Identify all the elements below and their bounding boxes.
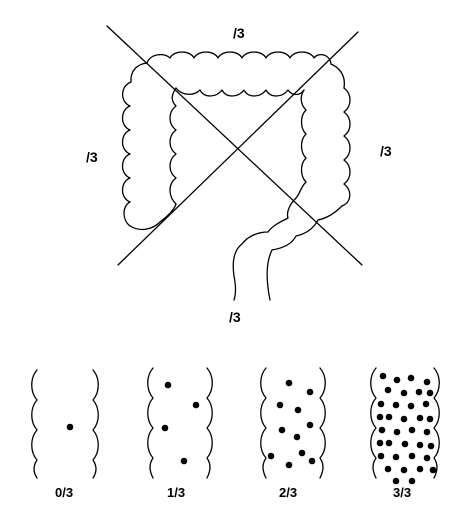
dot [295,407,302,414]
transverse-colon-bottom-edge [176,88,304,96]
splenic-flexure-outer [331,64,344,88]
dot [165,382,172,389]
scale-panel-0: 0/3 [32,370,99,500]
dot [385,466,392,473]
label-top-segment: /3 [233,25,245,41]
panel-3-left-wall [371,368,376,478]
dot [378,401,385,408]
dot [394,429,401,436]
dot [309,458,316,465]
colon-outline [123,52,351,300]
dot [386,414,393,421]
dot [307,389,314,396]
ascending-colon-inner-edge [170,88,176,204]
dot [409,478,416,485]
descending-colon-inner-edge [296,90,306,198]
dot [402,441,409,448]
dot [286,462,293,469]
dot [67,424,74,431]
dot [286,380,293,387]
panel-2-label: 2/3 [279,485,297,500]
dot [427,416,434,423]
dot [424,429,431,436]
panel-3-dots [377,373,437,485]
cecum-bottom [130,204,176,229]
dot [417,466,424,473]
panel-1-label: 1/3 [167,485,185,500]
dot [408,403,415,410]
dot [394,377,401,384]
panel-3-right-wall [434,368,439,478]
panel-0-dots [67,424,74,431]
panel-0-right-wall [93,370,98,478]
label-left-segment: /3 [86,149,98,165]
dot [386,440,393,447]
dot [427,390,434,397]
dot [299,450,306,457]
dot [409,427,416,434]
dot [379,427,386,434]
dot [162,425,169,432]
label-bottom-segment: /3 [229,309,241,325]
dot [430,467,437,474]
sigmoid-outer-edge [267,206,342,300]
panel-1-dots [162,382,200,465]
transverse-colon-top-edge [147,52,331,64]
descending-colon-outer-edge [342,88,350,206]
dot [408,375,415,382]
panel-2-dots [268,380,316,469]
panel-3-label: 3/3 [393,485,411,500]
scale-panel-1: 1/3 [148,368,213,500]
panel-1-left-wall [148,368,153,478]
dot [428,443,435,450]
dot [423,401,430,408]
dot [277,402,284,409]
dot [393,454,400,461]
dot [424,455,431,462]
panel-1-right-wall [207,368,212,478]
scale-panel-3: 3/3 [371,368,440,500]
panel-0-left-wall [32,370,37,478]
dot [401,416,408,423]
dot [416,389,423,396]
dot [294,434,301,441]
dot [268,453,275,460]
dot [193,402,200,409]
dot [377,440,384,447]
dot [401,390,408,397]
dot [378,453,385,460]
ascending-colon-outer-edge [123,82,132,226]
dot [377,414,384,421]
dot [393,478,400,485]
dot [393,402,400,409]
dot [424,379,431,386]
panel-2-right-wall [320,368,325,478]
dot [385,387,392,394]
dot [307,422,314,429]
dot [417,442,424,449]
dot [409,453,416,460]
dot [279,427,286,434]
dot [417,415,424,422]
panel-2-left-wall [261,368,266,478]
hepatic-flexure-outer [131,63,147,82]
divider-line-right-to-left [118,32,358,265]
sigmoid-inner-edge [233,198,296,300]
dot [401,467,408,474]
panel-0-label: 0/3 [55,485,73,500]
dot [380,373,387,380]
label-right-segment: /3 [380,143,392,159]
scale-panel-2: 2/3 [261,368,326,500]
dot [181,458,188,465]
